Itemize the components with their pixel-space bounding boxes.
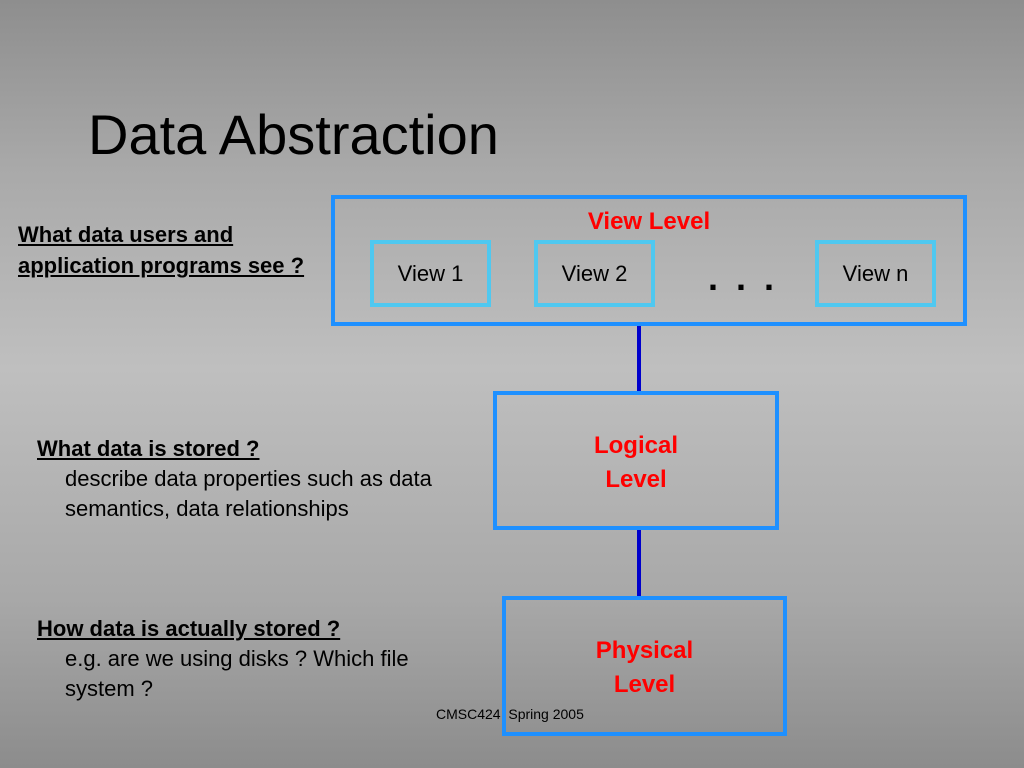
logical-level-label-line1: Logical xyxy=(593,432,678,459)
view-level-label: View Level xyxy=(587,208,711,235)
logical-level-box: Logical Level xyxy=(493,391,779,530)
note-logical-level: What data is stored ? describe data prop… xyxy=(37,433,477,524)
note-logical-body: describe data properties such as data se… xyxy=(65,466,432,521)
physical-level-label-line2: Level xyxy=(613,671,676,698)
note-logical-heading: What data is stored ? xyxy=(37,436,260,461)
slide-title: Data Abstraction xyxy=(88,103,499,166)
slide-footer: CMSC424 Spring 2005 xyxy=(436,706,584,722)
views-ellipsis: . . . xyxy=(708,257,779,298)
physical-level-label: Physical Level xyxy=(506,634,783,702)
view-2-box: View 2 xyxy=(534,240,655,307)
note-physical-level: How data is actually stored ? e.g. are w… xyxy=(37,613,477,704)
view-n-box: View n xyxy=(815,240,936,307)
connector-logical-to-physical xyxy=(637,530,641,596)
note-view-heading: What data users and application programs… xyxy=(18,222,305,278)
view-level-box: View Level xyxy=(331,195,967,326)
view-n-label: View n xyxy=(842,260,909,286)
view-1-box: View 1 xyxy=(370,240,491,307)
physical-level-label-line1: Physical xyxy=(595,637,694,664)
view-2-label: View 2 xyxy=(561,260,628,286)
logical-level-label: Logical Level xyxy=(497,429,775,497)
view-1-label: View 1 xyxy=(397,260,464,286)
logical-level-label-line2: Level xyxy=(605,466,667,493)
physical-level-box: Physical Level xyxy=(502,596,787,736)
note-physical-heading: How data is actually stored ? xyxy=(37,616,341,641)
note-physical-body: e.g. are we using disks ? Which file sys… xyxy=(65,646,409,701)
note-view-level: What data users and application programs… xyxy=(18,219,308,281)
connector-view-to-logical xyxy=(637,326,641,391)
